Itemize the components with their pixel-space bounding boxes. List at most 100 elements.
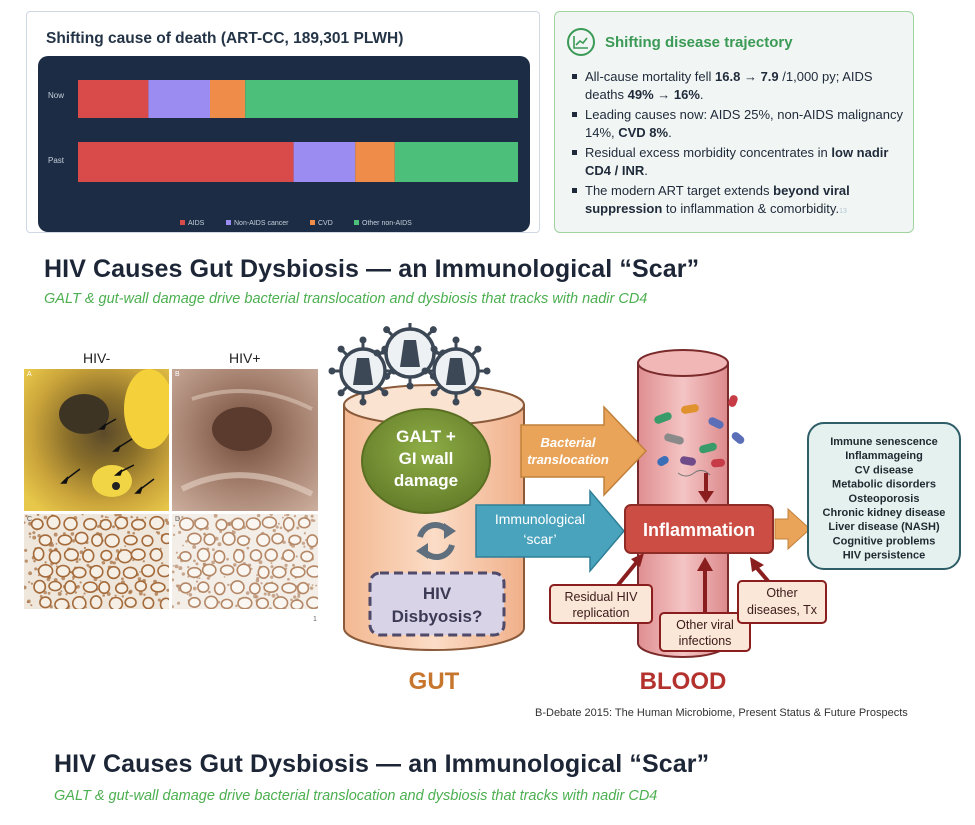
- hiv-virus-icons: [328, 323, 491, 406]
- legend-swatch: [226, 220, 231, 225]
- dysbiosis-line-2: Disbyosis?: [392, 607, 483, 626]
- bar-segment-now-non-aids-cancer: [148, 80, 210, 118]
- stacked-bar-chart: Now Past AIDS Non-AIDS cancer CVD Other non…: [48, 80, 518, 227]
- outcome-item: Metabolic disorders: [832, 479, 936, 491]
- scar-line-1: Immunological: [495, 511, 585, 527]
- bacterium: [654, 412, 672, 424]
- hiv-virus-icon: [328, 336, 398, 406]
- slide-subtitle-repeat: GALT & gut-wall damage drive bacterial t…: [54, 788, 658, 804]
- trajectory-bullet: The modern ART target extends beyond vir…: [571, 182, 906, 220]
- category-label-past: Past: [48, 156, 65, 165]
- panel-letter-a: A: [27, 371, 32, 378]
- bacterial-line-2: translocation: [527, 452, 609, 467]
- residual-line-2: replication: [573, 606, 630, 620]
- histology-image-hiv-positive: D: [172, 514, 318, 609]
- source-credit: B-Debate 2015: The Human Microbiome, Pre…: [535, 707, 908, 719]
- bacteria-cluster-icon: [654, 395, 745, 477]
- other-viral-infections-box: Other viral infections: [659, 612, 751, 652]
- outcome-item: Liver disease (NASH): [828, 521, 940, 533]
- panel-letter-d: D: [175, 516, 181, 523]
- figure-corner-mark: 1: [313, 616, 317, 623]
- galt-line-3: damage: [394, 471, 458, 490]
- trajectory-bullet: Residual excess morbidity concentrates i…: [571, 144, 906, 179]
- bacterium: [699, 442, 717, 454]
- hiv-dysbiosis-box: HIV Disbyosis?: [368, 571, 506, 637]
- slide-title-repeat: HIV Causes Gut Dysbiosis — an Immunologi…: [54, 750, 710, 778]
- endoscopy-image-hiv-positive: B: [172, 369, 318, 511]
- legend-label: CVD: [318, 220, 333, 227]
- outcome-item: Osteoporosis: [849, 493, 920, 505]
- residual-hiv-replication-box: Residual HIV replication: [549, 584, 653, 624]
- legend-label: Non-AIDS cancer: [234, 220, 289, 227]
- trajectory-bullet: Leading causes now: AIDS 25%, non-AIDS m…: [571, 106, 906, 141]
- other-dis-line-2: diseases, Tx: [747, 603, 818, 617]
- hiv-virus-icon: [421, 336, 491, 406]
- disease-trajectory-card: Shifting disease trajectory All-cause mo…: [554, 11, 914, 233]
- legend-label: AIDS: [188, 220, 205, 227]
- bacterial-line-1: Bacterial: [541, 435, 596, 450]
- bar-segment-now-aids: [78, 80, 149, 118]
- outcome-item: Immune senescence: [830, 436, 938, 448]
- endoscopy-histology-figure: HIV- HIV+ A: [24, 347, 318, 609]
- bacterium: [681, 404, 699, 414]
- galt-damage-ellipse: GALT + GI wall damage: [361, 408, 491, 514]
- panel-letter-b: B: [175, 371, 180, 378]
- bacterium: [657, 456, 669, 466]
- inflammation-box: Inflammation: [624, 504, 774, 554]
- legend-label: Other non-AIDS: [362, 220, 412, 227]
- outcome-item: Chronic kidney disease: [823, 507, 946, 519]
- bacterium: [711, 458, 725, 468]
- gut-label: GUT: [409, 668, 460, 695]
- bar-segment-past-non-aids-cancer: [293, 142, 356, 182]
- bar-segment-past-cvd: [355, 142, 395, 182]
- histology-image-hiv-negative: C: [24, 514, 169, 609]
- hiv-positive-label: HIV+: [229, 350, 261, 366]
- bar-segment-past-aids: [78, 142, 294, 182]
- trajectory-title: Shifting disease trajectory: [605, 33, 793, 51]
- bacterium: [664, 433, 684, 445]
- slide-title: HIV Causes Gut Dysbiosis — an Immunologi…: [44, 255, 700, 283]
- cause-of-death-card: Shifting cause of death (ART-CC, 189,301…: [26, 11, 540, 233]
- galt-line-2: GI wall: [399, 449, 454, 468]
- slide-subtitle: GALT & gut-wall damage drive bacterial t…: [44, 291, 648, 307]
- outcome-item: CV disease: [855, 464, 914, 476]
- bacterium: [708, 417, 724, 429]
- chart-card-title: Shifting cause of death (ART-CC, 189,301…: [46, 30, 404, 47]
- inflammation-label: Inflammation: [643, 520, 755, 540]
- other-diseases-box: Other diseases, Tx: [737, 580, 827, 624]
- panel-letter-c: C: [27, 516, 33, 523]
- hiv-negative-label: HIV-: [83, 350, 111, 366]
- trajectory-bullets: All-cause mortality fell 16.8 → 7.9 /1,0…: [571, 68, 906, 223]
- other-viral-line-2: infections: [679, 634, 732, 648]
- gut-blood-diagram: GALT + GI wall damage HIV Disbyosis? Bac…: [328, 323, 961, 695]
- immunological-scar-arrow: Immunological ‘scar’: [475, 488, 625, 574]
- bar-segment-now-cvd: [210, 80, 246, 118]
- bacteria-to-inflammation-arrow: [698, 473, 714, 503]
- trajectory-bullet: All-cause mortality fell 16.8 → 7.9 /1,0…: [571, 68, 906, 103]
- other-dis-line-1: Other: [766, 586, 797, 600]
- bacterial-translocation-arrow: Bacterial translocation: [520, 405, 648, 497]
- galt-line-1: GALT +: [396, 427, 456, 446]
- outcome-item: Cognitive problems: [833, 535, 936, 547]
- cycle-icon: [416, 522, 456, 560]
- bacterium: [728, 395, 738, 407]
- bacterium: [680, 456, 696, 466]
- blood-label: BLOOD: [640, 668, 727, 695]
- residual-line-1: Residual HIV: [565, 590, 639, 604]
- scar-line-2: ‘scar’: [523, 531, 556, 547]
- category-label-now: Now: [48, 91, 64, 100]
- legend-swatch: [180, 220, 185, 225]
- outcome-item: HIV persistence: [843, 550, 926, 562]
- legend-swatch: [354, 220, 359, 225]
- trend-chart-icon: [567, 28, 595, 56]
- outcome-item: Inflammageing: [845, 450, 923, 462]
- other-viral-line-1: Other viral: [676, 618, 734, 632]
- bar-segment-now-other-non-aids: [245, 80, 518, 118]
- input-arrows: [616, 553, 770, 613]
- bacterium: [731, 432, 745, 444]
- dysbiosis-line-1: HIV: [423, 584, 452, 603]
- chart-panel: Now Past AIDS Non-AIDS cancer CVD Other non…: [38, 56, 530, 232]
- inflammation-to-outcomes-arrow: [774, 507, 811, 551]
- endoscopy-image-hiv-negative: A: [24, 369, 169, 511]
